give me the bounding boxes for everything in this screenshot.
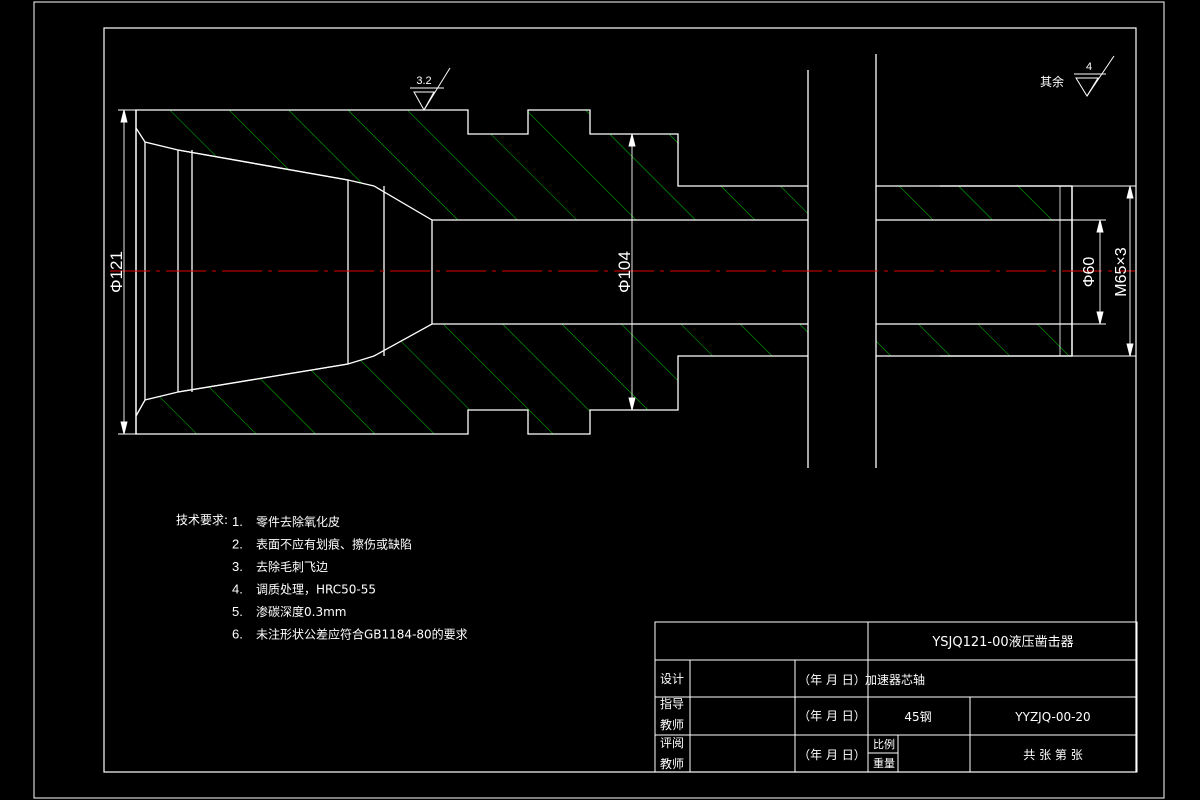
project-title: YSJQ121-00液压凿击器 xyxy=(931,635,1073,650)
roughness-rest-label: 其余 xyxy=(1040,74,1064,89)
stub-hatch-lower xyxy=(876,324,1072,356)
label-scale: 比例 xyxy=(873,737,895,751)
dimension-lines xyxy=(118,109,1136,435)
stub-hatch-upper xyxy=(876,186,1072,220)
roughness-rest-value: 4 xyxy=(1086,61,1092,73)
dim-thread: M65×3 xyxy=(1113,247,1130,296)
tech-req-text: 零件去除氧化皮 xyxy=(256,514,340,529)
tech-req-number: 4. xyxy=(232,582,243,597)
tech-req-text: 渗碳深度0.3mm xyxy=(256,604,346,619)
part-name: 加速器芯轴 xyxy=(865,672,925,687)
title-block-text: YSJQ121-00液压凿击器 设计 指导 教师 评阅 教师 （年 月 日） （… xyxy=(660,635,1091,771)
tech-req-number: 6. xyxy=(232,627,243,642)
drawing-frame xyxy=(103,27,1137,773)
title-block xyxy=(654,621,1138,773)
label-guide-2: 教师 xyxy=(660,717,684,732)
date-field-1: （年 月 日） xyxy=(798,673,866,687)
tech-req-number: 2. xyxy=(232,537,243,552)
tech-req-text: 调质处理，HRC50-55 xyxy=(256,583,376,597)
material: 45钢 xyxy=(904,710,931,724)
section-hatch-lower xyxy=(136,324,808,434)
label-design: 设计 xyxy=(660,672,684,686)
roughness-value-main: 3.2 xyxy=(416,75,431,87)
date-field-3: （年 月 日） xyxy=(798,748,866,762)
dim-mid-diameter: Φ104 xyxy=(615,251,634,293)
tech-requirements-list: 1. 零件去除氧化皮 2. 表面不应有划痕、擦伤或缺陷 3. 去除毛刺飞边 4. 调质处理，H… xyxy=(232,514,468,642)
sheets-info: 共 张 第 张 xyxy=(1023,748,1082,762)
roughness-symbol-rest xyxy=(1074,55,1115,97)
tech-req-number: 5. xyxy=(232,604,243,619)
label-review-2: 教师 xyxy=(660,756,684,771)
tech-req-number: 3. xyxy=(232,559,243,574)
drawing-number: YYZJQ-00-20 xyxy=(1014,710,1090,724)
tech-req-number: 1. xyxy=(232,514,243,529)
date-field-2: （年 月 日） xyxy=(798,709,866,723)
tech-req-text: 去除毛刺飞边 xyxy=(256,559,328,574)
outer-sheet-border xyxy=(33,1,1165,799)
tech-req-text: 表面不应有划痕、擦伤或缺陷 xyxy=(256,537,412,552)
dim-outer-diameter: Φ121 xyxy=(107,251,126,293)
tech-req-title: 技术要求: xyxy=(176,513,228,527)
dim-bore-diameter: Φ60 xyxy=(1081,257,1098,288)
label-review-1: 评阅 xyxy=(660,736,684,750)
label-weight: 重量 xyxy=(873,756,895,770)
section-hatch-upper xyxy=(136,110,808,220)
label-guide-1: 指导 xyxy=(660,696,684,711)
tech-req-text: 未注形状公差应符合GB1184-80的要求 xyxy=(256,627,468,642)
roughness-symbol-main xyxy=(410,67,451,112)
